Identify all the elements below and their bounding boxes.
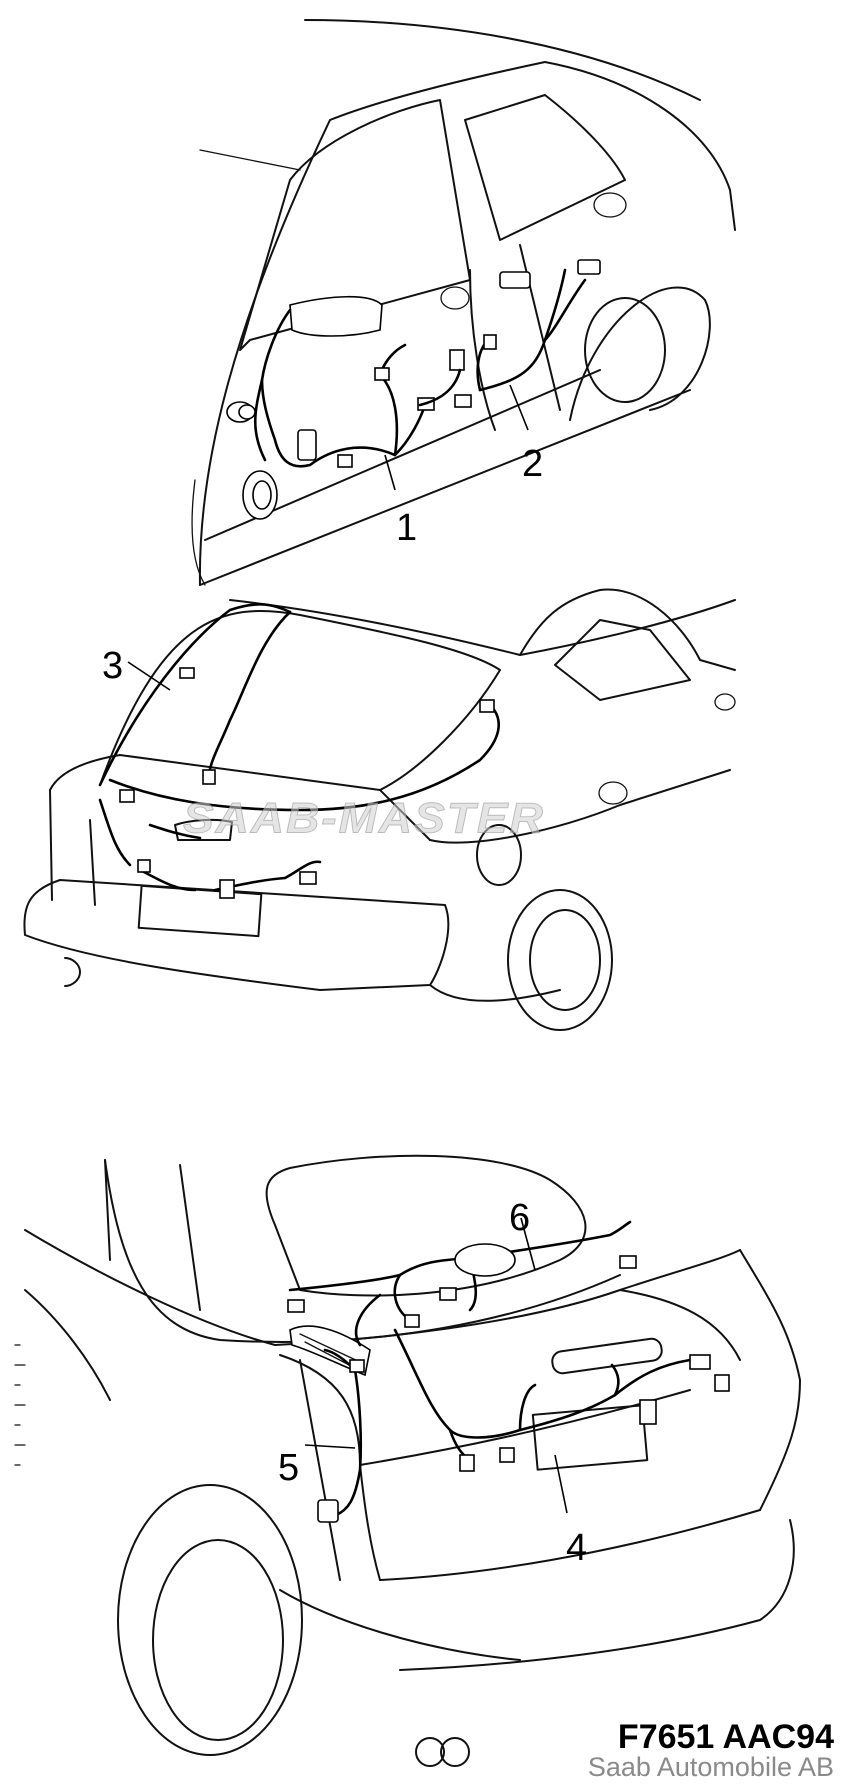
view-doors [191,19,736,586]
door-mirror [289,295,383,337]
callout-harness-1: 1 [396,507,417,549]
harness-5-wires [317,1348,365,1523]
figure-code: F7651 AAC94 [617,1718,834,1756]
harness-2-wires [476,259,601,392]
watermark-text: SAAB-MASTER [183,795,545,842]
leader-lines-view3 [304,1217,568,1514]
view-hatchback: SAAB-MASTER [23,588,736,1031]
door-speaker-tweeter [226,401,256,423]
copyright-text: Saab Automobile AB [587,1752,834,1782]
callout-harness-6: 6 [509,1197,530,1239]
callout-harness-3: 3 [102,645,123,687]
harness-6-wires [287,1220,637,1347]
leader-lines-view1 [384,384,529,491]
callout-harness-2: 2 [522,443,543,485]
leader-lines-view2 [127,661,171,691]
car-body-outline [23,588,736,1031]
view-convertible [14,1154,801,1767]
callout-harness-5: 5 [278,1447,299,1489]
harness-3-wires [98,603,500,899]
harness-1-wires [253,308,472,468]
door-speaker-front [242,470,278,520]
harness-4-wires [393,1328,730,1472]
car-body-outline [14,1154,801,1767]
callout-harness-4: 4 [566,1527,587,1569]
